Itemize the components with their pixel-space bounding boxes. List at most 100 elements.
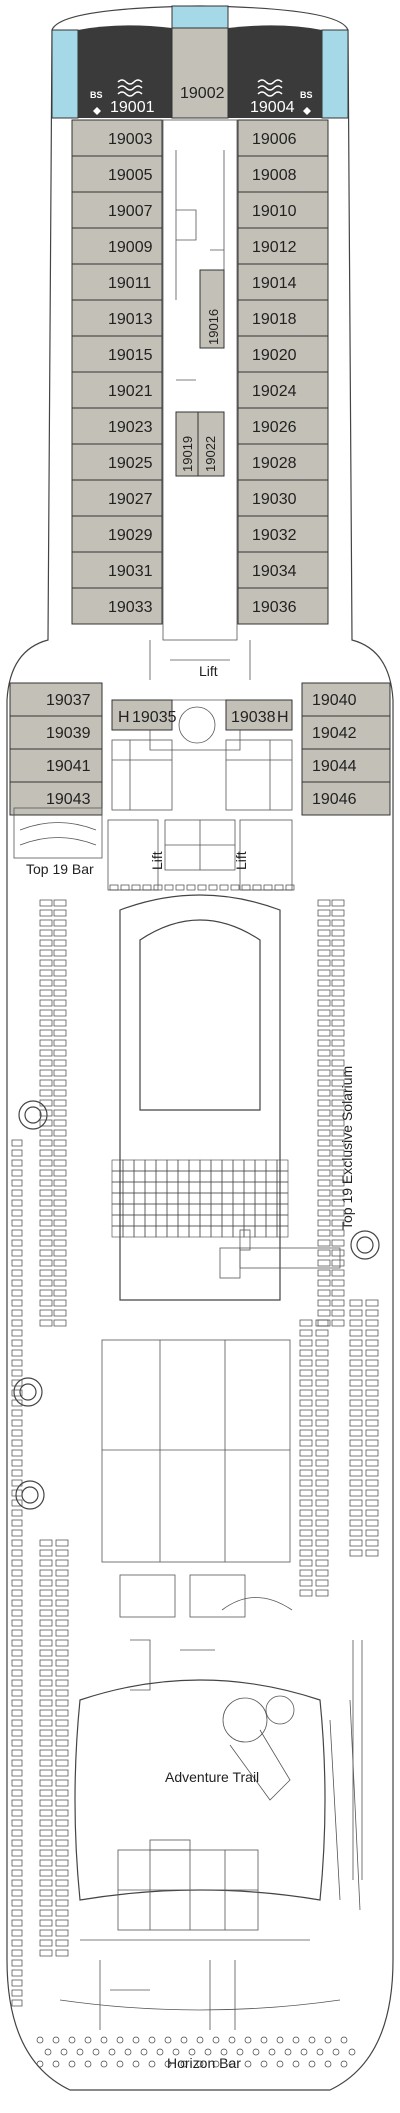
lounger	[39, 1019, 53, 1027]
lounger	[299, 1589, 313, 1597]
cabin-19023[interactable]	[71, 407, 163, 445]
cabin-19028[interactable]	[237, 443, 329, 481]
lounger	[349, 1529, 363, 1537]
lounger	[11, 1769, 23, 1777]
lounger	[39, 1669, 53, 1677]
cabin-19011[interactable]	[71, 263, 163, 301]
lounger	[39, 1629, 53, 1637]
lounger	[365, 1399, 379, 1407]
cabin-19044[interactable]	[301, 748, 391, 783]
lounger	[39, 1759, 53, 1767]
cabin-19043[interactable]	[9, 781, 103, 816]
cabin-19015[interactable]	[71, 335, 163, 373]
cabin-19008[interactable]	[237, 155, 329, 193]
cabin-19012[interactable]	[237, 227, 329, 265]
cabin-19006[interactable]	[237, 119, 329, 157]
lounger	[11, 1179, 23, 1187]
cabin-19039-label: 19039	[46, 725, 91, 742]
suite-19001[interactable]	[78, 25, 172, 118]
cabin-19034[interactable]	[237, 551, 329, 589]
lounger	[11, 1359, 23, 1367]
lounger	[317, 1059, 331, 1067]
cabin-19026[interactable]	[237, 407, 329, 445]
lounger	[315, 1419, 329, 1427]
lounger	[274, 884, 284, 891]
lounger	[39, 1129, 53, 1137]
pool-grid-cell	[111, 1225, 124, 1238]
lounger	[349, 1359, 363, 1367]
cabin-19037[interactable]	[9, 682, 103, 717]
decor-dot	[260, 2060, 268, 2068]
lounger	[317, 919, 331, 927]
cabin-19038[interactable]	[225, 699, 293, 731]
lounger	[39, 959, 53, 967]
lounger	[39, 1869, 53, 1877]
pool-grid-cell	[155, 1181, 168, 1194]
cabin-19027[interactable]	[71, 479, 163, 517]
cabin-19011-label: 19011	[108, 275, 151, 292]
lounger	[53, 969, 67, 977]
lounger	[39, 1619, 53, 1627]
cabin-19009[interactable]	[71, 227, 163, 265]
cabin-19046[interactable]	[301, 781, 391, 816]
pool-grid-cell	[276, 1203, 289, 1216]
lounger	[317, 959, 331, 967]
lounger	[299, 1479, 313, 1487]
lounger	[349, 1369, 363, 1377]
cabin-19029[interactable]	[71, 515, 163, 553]
cabin-19035[interactable]	[111, 699, 173, 731]
cabin-19022[interactable]	[197, 411, 225, 477]
pool-grid-cell	[144, 1225, 157, 1238]
decor-dot	[324, 2036, 332, 2044]
lounger	[315, 1339, 329, 1347]
lounger	[317, 909, 331, 917]
lounger	[39, 969, 53, 977]
cabin-19034-label: 19034	[252, 563, 297, 580]
cabin-19021[interactable]	[71, 371, 163, 409]
cabin-19025[interactable]	[71, 443, 163, 481]
lounger	[299, 1339, 313, 1347]
cabin-19016[interactable]	[199, 269, 225, 349]
lounger	[55, 1899, 69, 1907]
lounger	[317, 979, 331, 987]
suite-19004[interactable]	[228, 25, 322, 118]
cabin-19007[interactable]	[71, 191, 163, 229]
cabin-19013[interactable]	[71, 299, 163, 337]
lounger	[331, 909, 345, 917]
cabin-19032[interactable]	[237, 515, 329, 553]
lounger	[11, 1719, 23, 1727]
cabin-19014[interactable]	[237, 263, 329, 301]
cabin-19005[interactable]	[71, 155, 163, 193]
suite-19002[interactable]	[171, 27, 229, 119]
pool-grid-cell	[276, 1225, 289, 1238]
lounger	[53, 949, 67, 957]
lounger	[55, 1549, 69, 1557]
cabin-19031[interactable]	[71, 551, 163, 589]
decor-dot	[52, 2036, 60, 2044]
cabin-19030[interactable]	[237, 479, 329, 517]
cabin-19039[interactable]	[9, 715, 103, 750]
pool-grid-cell	[254, 1170, 267, 1183]
lounger	[331, 1299, 345, 1307]
lounger	[11, 1699, 23, 1707]
lounger	[39, 1729, 53, 1737]
decor-dot	[36, 2036, 44, 2044]
lounger	[53, 1069, 67, 1077]
cabin-19042[interactable]	[301, 715, 391, 750]
lounger	[11, 1549, 23, 1557]
pool-grid-cell	[210, 1203, 223, 1216]
lounger	[331, 1209, 345, 1217]
pool-grid-cell	[133, 1159, 146, 1172]
cabin-19003[interactable]	[71, 119, 163, 157]
lounger	[349, 1519, 363, 1527]
pool-grid-cell	[133, 1225, 146, 1238]
cabin-19018[interactable]	[237, 299, 329, 337]
cabin-19010[interactable]	[237, 191, 329, 229]
lounger	[331, 1139, 345, 1147]
lounger	[365, 1369, 379, 1377]
cabin-19041[interactable]	[9, 748, 103, 783]
lounger	[53, 1239, 67, 1247]
lounger	[55, 1909, 69, 1917]
cabin-19036[interactable]	[237, 587, 329, 625]
cabin-19033[interactable]	[71, 587, 163, 625]
